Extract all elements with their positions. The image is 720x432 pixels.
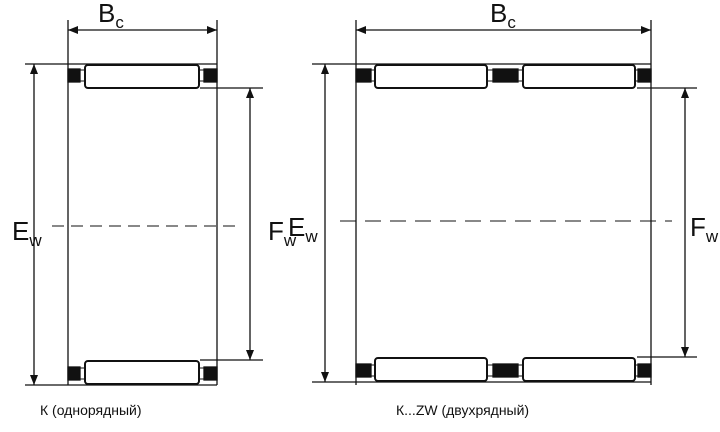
single-row-bearing (25, 20, 263, 386)
ew-label: Ew (12, 216, 42, 250)
fw-label: Fw (268, 216, 297, 250)
double-row-bearing (312, 20, 697, 385)
roller-top (67, 64, 218, 89)
ew-label: Ew (288, 212, 318, 246)
fw-label: Fw (690, 212, 719, 246)
bc-label: Bc (98, 0, 124, 32)
roller-row-bottom (355, 357, 652, 382)
roller-bottom (67, 360, 218, 385)
double-row-caption: К...ZW (двухрядный) (396, 402, 530, 418)
roller-row-top (355, 64, 652, 89)
single-row-caption: К (однорядный) (40, 402, 142, 418)
bc-label: Bc (490, 0, 516, 32)
